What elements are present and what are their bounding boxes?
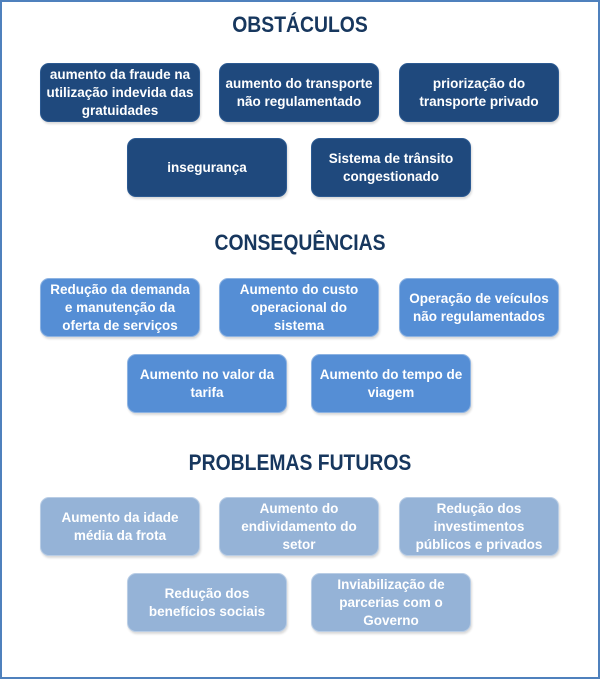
- section-title-consequences: CONSEQUÊNCIAS: [214, 230, 386, 255]
- consequence-box: Operação de veículos não regulamentados: [399, 278, 559, 337]
- future-problem-box: Redução dos benefícios sociais: [127, 573, 287, 632]
- section-title-obstacles: OBSTÁCULOS: [232, 12, 368, 37]
- obstacle-box: priorização do transporte privado: [399, 63, 559, 122]
- obstacle-box: insegurança: [127, 138, 287, 197]
- consequence-box: Aumento do tempo de viagem: [311, 354, 471, 413]
- consequence-box: Redução da demanda e manutenção da ofert…: [40, 278, 200, 337]
- future-problem-box: Aumento do endividamento do setor: [219, 497, 379, 556]
- consequence-box: Aumento no valor da tarifa: [127, 354, 287, 413]
- future-problem-box: Inviabilização de parcerias com o Govern…: [311, 573, 471, 632]
- obstacle-box: aumento da fraude na utilização indevida…: [40, 63, 200, 122]
- obstacle-box: Sistema de trânsito congestionado: [311, 138, 471, 197]
- consequence-box: Aumento do custo operacional do sistema: [219, 278, 379, 337]
- obstacle-box: aumento do transporte não regulamentado: [219, 63, 379, 122]
- future-problem-box: Redução dos investimentos públicos e pri…: [399, 497, 559, 556]
- future-problem-box: Aumento da idade média da frota: [40, 497, 200, 556]
- section-title-future-problems: PROBLEMAS FUTUROS: [188, 450, 412, 475]
